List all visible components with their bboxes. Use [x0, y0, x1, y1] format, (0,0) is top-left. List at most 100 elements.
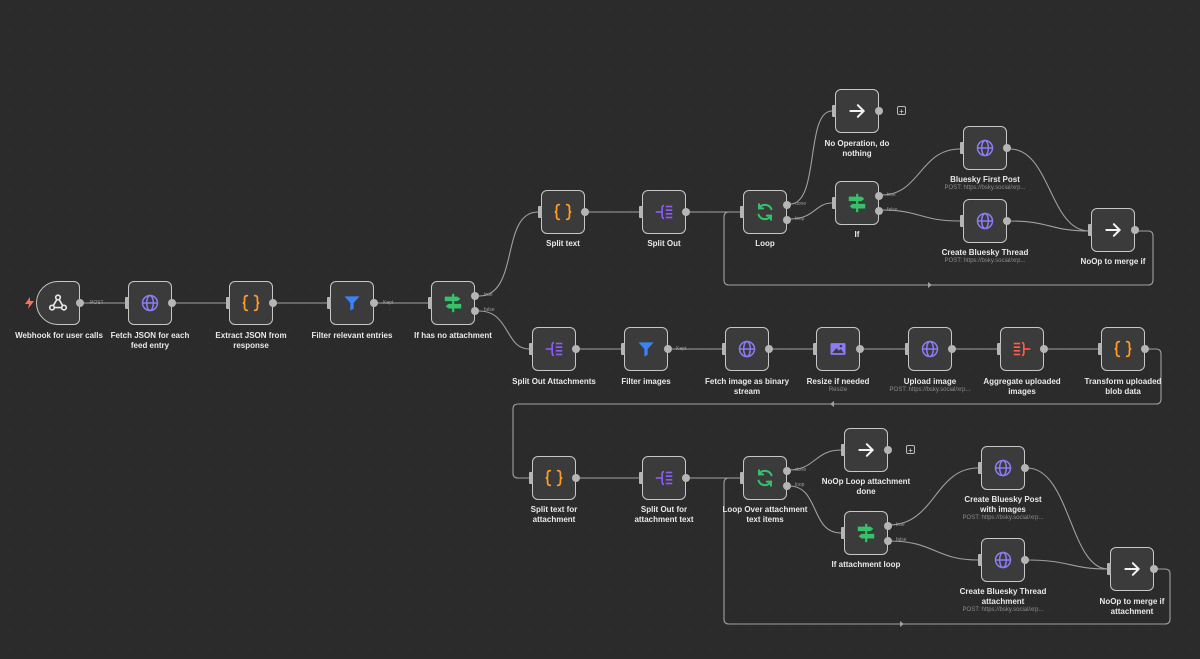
- node-extract-json[interactable]: [226, 281, 277, 325]
- split-out-icon: [653, 467, 675, 489]
- node-loop[interactable]: [740, 190, 791, 234]
- node-webhook[interactable]: [36, 281, 84, 325]
- node-split-out-attachment-text[interactable]: [639, 456, 690, 500]
- output-port[interactable]: [370, 299, 378, 307]
- output-port-false[interactable]: [875, 207, 883, 215]
- output-port-false[interactable]: [884, 537, 892, 545]
- output-port[interactable]: [884, 446, 892, 454]
- output-port[interactable]: [269, 299, 277, 307]
- input-port[interactable]: [1107, 563, 1111, 575]
- output-port[interactable]: [1040, 345, 1048, 353]
- input-port[interactable]: [740, 206, 744, 218]
- input-port[interactable]: [428, 297, 432, 309]
- node-noop-nothing[interactable]: [832, 89, 883, 133]
- output-port[interactable]: [1150, 565, 1158, 573]
- input-port[interactable]: [1088, 224, 1092, 236]
- node-bluesky-first-post[interactable]: [960, 126, 1011, 170]
- input-port[interactable]: [832, 197, 836, 209]
- input-port[interactable]: [125, 297, 129, 309]
- input-port[interactable]: [529, 343, 533, 355]
- input-port[interactable]: [841, 444, 845, 456]
- output-port-done[interactable]: [783, 201, 791, 209]
- image-icon: [828, 339, 848, 359]
- node-bluesky-post-images[interactable]: [978, 446, 1029, 490]
- code-braces-icon: [240, 292, 262, 314]
- node-if-no-attachment[interactable]: [428, 281, 479, 325]
- output-port[interactable]: [572, 345, 580, 353]
- input-port[interactable]: [841, 527, 845, 539]
- node-split-out-attachments[interactable]: [529, 327, 580, 371]
- output-port-done[interactable]: [783, 467, 791, 475]
- node-resize[interactable]: [813, 327, 864, 371]
- arrow-right-icon: [847, 101, 867, 121]
- add-node-button[interactable]: +: [897, 106, 906, 116]
- output-port-true[interactable]: [884, 522, 892, 530]
- node-split-out[interactable]: [639, 190, 690, 234]
- add-node-button[interactable]: +: [906, 445, 915, 455]
- output-port-loop[interactable]: [783, 482, 791, 490]
- input-port[interactable]: [1098, 343, 1102, 355]
- output-port[interactable]: [1141, 345, 1149, 353]
- node-upload-image[interactable]: [905, 327, 956, 371]
- loop-icon: [754, 201, 776, 223]
- input-port[interactable]: [639, 206, 643, 218]
- input-port[interactable]: [978, 462, 982, 474]
- node-bluesky-thread-attachment[interactable]: [978, 538, 1029, 582]
- output-port[interactable]: [168, 299, 176, 307]
- output-port-true[interactable]: [471, 292, 479, 300]
- node-filter-relevant[interactable]: [327, 281, 378, 325]
- node-split-text-attachment[interactable]: [529, 456, 580, 500]
- output-port[interactable]: [1131, 226, 1139, 234]
- input-port[interactable]: [327, 297, 331, 309]
- output-port-true[interactable]: [875, 192, 883, 200]
- output-port-loop[interactable]: [783, 216, 791, 224]
- node-split-text[interactable]: [538, 190, 589, 234]
- input-port[interactable]: [905, 343, 909, 355]
- node-transform-blob[interactable]: [1098, 327, 1149, 371]
- output-port-false[interactable]: [471, 307, 479, 315]
- filter-icon: [342, 293, 362, 313]
- output-port[interactable]: [1021, 464, 1029, 472]
- output-port[interactable]: [682, 208, 690, 216]
- node-fetch-image[interactable]: [722, 327, 773, 371]
- output-port[interactable]: [1003, 144, 1011, 152]
- node-noop-loop-done[interactable]: [841, 428, 892, 472]
- output-port[interactable]: [765, 345, 773, 353]
- input-port[interactable]: [639, 472, 643, 484]
- node-if-attachment-loop[interactable]: [841, 511, 892, 555]
- output-port[interactable]: [1003, 217, 1011, 225]
- input-port[interactable]: [226, 297, 230, 309]
- input-port[interactable]: [529, 472, 533, 484]
- input-port[interactable]: [960, 215, 964, 227]
- output-port[interactable]: [664, 345, 672, 353]
- node-aggregate[interactable]: [997, 327, 1048, 371]
- input-port[interactable]: [960, 142, 964, 154]
- input-port[interactable]: [813, 343, 817, 355]
- node-loop-attachment[interactable]: [740, 456, 791, 500]
- node-fetch-json[interactable]: [125, 281, 176, 325]
- input-port[interactable]: [740, 472, 744, 484]
- output-port[interactable]: [875, 107, 883, 115]
- output-port[interactable]: [581, 208, 589, 216]
- edge-label-loop: loop: [795, 216, 805, 222]
- output-port[interactable]: [76, 299, 84, 307]
- node-bluesky-thread[interactable]: [960, 199, 1011, 243]
- output-port[interactable]: [682, 474, 690, 482]
- node-label: Bluesky First Post: [950, 175, 1020, 184]
- output-port[interactable]: [572, 474, 580, 482]
- output-port[interactable]: [1021, 556, 1029, 564]
- node-if[interactable]: [832, 181, 883, 225]
- input-port[interactable]: [538, 206, 542, 218]
- input-port[interactable]: [621, 343, 625, 355]
- input-port[interactable]: [978, 554, 982, 566]
- input-port[interactable]: [722, 343, 726, 355]
- webhook-icon: [47, 292, 69, 314]
- input-port[interactable]: [832, 105, 836, 117]
- node-noop-merge-attachment[interactable]: [1107, 547, 1158, 591]
- input-port[interactable]: [997, 343, 1001, 355]
- edge-label-kept: Kept: [383, 300, 394, 306]
- output-port[interactable]: [856, 345, 864, 353]
- node-filter-images[interactable]: [621, 327, 672, 371]
- node-noop-merge[interactable]: [1088, 208, 1139, 252]
- output-port[interactable]: [948, 345, 956, 353]
